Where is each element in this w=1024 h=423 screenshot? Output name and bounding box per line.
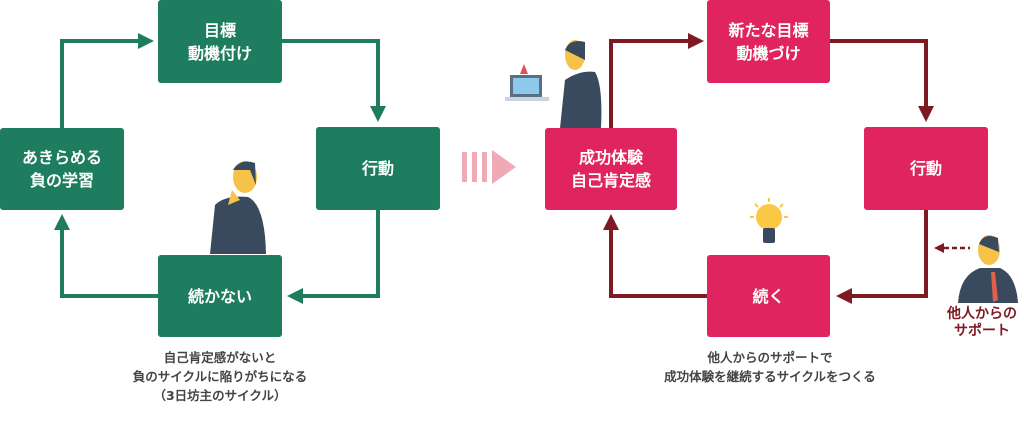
left-caption: 自己肯定感がないと 負のサイクルに陥りがちになる （3日坊主のサイクル） [132, 350, 308, 403]
left-cycle-arrows [60, 39, 380, 298]
right-caption: 他人からのサポートで 成功体験を継続するサイクルをつくる [664, 350, 876, 384]
supporter-icon [958, 235, 1018, 303]
businessman-laptop-icon [505, 40, 602, 128]
arrow-head [287, 288, 303, 304]
arrow-head [370, 106, 386, 122]
right-continue-box: 続く [707, 255, 830, 337]
lightbulb-icon [750, 198, 788, 243]
support-label: 他人からの サポート [947, 306, 1017, 339]
transition-arrow-icon [462, 150, 516, 184]
left-not-continue-box: 続かない [158, 255, 282, 337]
arrow-head [54, 214, 70, 230]
left-goal-box: 目標 動機付け [158, 0, 282, 83]
arrow-head [138, 33, 154, 49]
right-goal-box: 新たな目標 動機づけ [707, 0, 830, 83]
right-success-box: 成功体験 自己肯定感 [545, 128, 677, 210]
right-action-box: 行動 [864, 127, 988, 210]
left-give-up-box: あきらめる 負の学習 [0, 128, 124, 210]
thinking-man-icon [210, 161, 266, 254]
left-action-box: 行動 [316, 127, 440, 210]
right-cycle-arrows [609, 39, 970, 298]
